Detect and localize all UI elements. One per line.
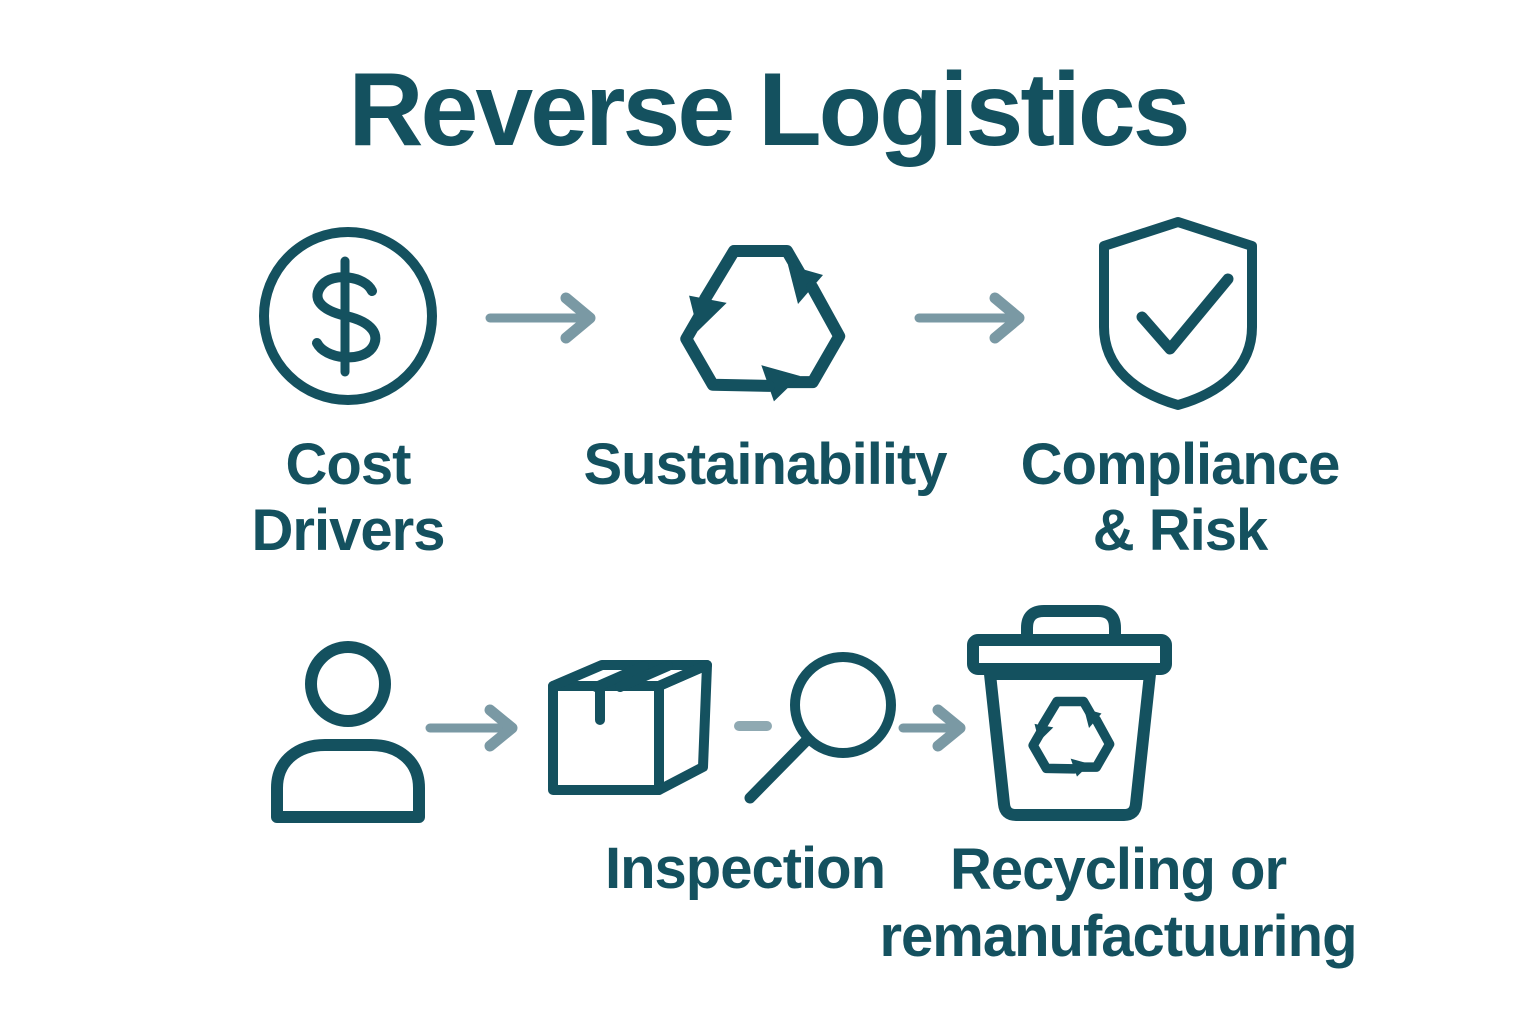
label-inspection: Inspection: [545, 836, 945, 902]
shield-check-icon: [1099, 217, 1257, 410]
label-sustainability-line1: Sustainability: [583, 432, 947, 497]
label-cost-drivers: Cost Drivers: [233, 432, 463, 564]
label-cost-drivers-line2: Drivers: [251, 498, 446, 563]
magnifying-glass-icon: [744, 652, 896, 804]
dollar-circle-icon: [259, 227, 437, 405]
recycle-arrows-icon: [667, 250, 855, 414]
dash-connector: [734, 721, 772, 731]
person-icon: [271, 641, 425, 823]
flow-arrow-icon: [425, 704, 518, 752]
package-box-icon: [548, 660, 712, 795]
recycling-bin-icon: [967, 605, 1172, 821]
label-cost-drivers-line1: Cost: [285, 432, 412, 497]
label-sustainability: Sustainability: [555, 432, 975, 498]
label-inspection-line1: Inspection: [604, 836, 886, 901]
flow-arrow-icon: [485, 292, 596, 344]
flow-arrow-icon: [898, 704, 966, 752]
label-recycling-line2: remanufactuuring: [879, 904, 1357, 969]
label-compliance-risk: Compliance & Risk: [975, 432, 1385, 564]
label-recycling-remanufacturing: Recycling or remanufactuuring: [878, 836, 1358, 970]
page-title: Reverse Logistics: [348, 52, 1190, 168]
label-compliance-risk-line1: Compliance: [1020, 432, 1341, 497]
label-recycling-line1: Recycling or: [949, 837, 1287, 902]
label-compliance-risk-line2: & Risk: [1092, 498, 1269, 563]
flow-arrow-icon: [914, 292, 1025, 344]
